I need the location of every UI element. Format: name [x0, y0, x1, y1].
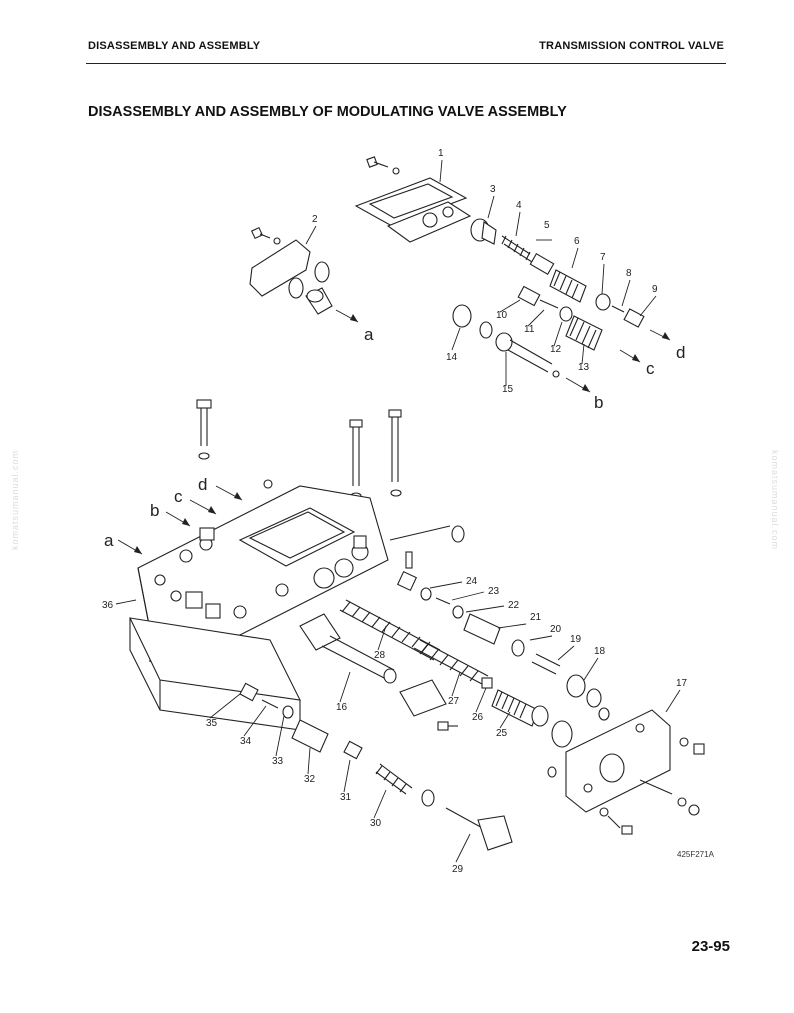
callout-2: 2: [312, 214, 318, 225]
callout-36: 36: [102, 600, 114, 611]
bolt-drawing: [366, 156, 400, 175]
cover-plate-drawing: [354, 177, 472, 243]
lower-spool-parts: [239, 570, 705, 851]
callout-11: 11: [524, 324, 535, 335]
callout-16: 16: [336, 702, 348, 713]
callout-12: 12: [550, 344, 562, 355]
callout-leaders: [115, 159, 681, 863]
callout-31: 31: [340, 792, 352, 803]
callout-20: 20: [550, 624, 562, 635]
callout-13: 13: [578, 362, 590, 373]
callout-3: 3: [490, 184, 496, 195]
callout-27: 27: [448, 696, 460, 707]
callout-30: 30: [370, 818, 382, 829]
ref-c-body: c: [174, 487, 183, 506]
callout-10: 10: [496, 310, 508, 321]
header-divider: [86, 63, 726, 64]
callout-32: 32: [304, 774, 316, 785]
reference-letters: a b c d a b c d: [104, 325, 685, 550]
callout-6: 6: [574, 236, 580, 247]
callout-23: 23: [488, 586, 500, 597]
callout-33: 33: [272, 756, 284, 767]
callout-35: 35: [206, 718, 218, 729]
end-cover-drawing: [249, 226, 333, 315]
callout-28: 28: [374, 650, 386, 661]
figure-id: 425F271A: [677, 850, 714, 859]
callout-18: 18: [594, 646, 606, 657]
callout-26: 26: [472, 712, 484, 723]
page-number: 23-95: [691, 938, 730, 955]
callout-17: 17: [676, 678, 688, 689]
callout-29: 29: [452, 864, 464, 875]
page-title: DISASSEMBLY AND ASSEMBLY OF MODULATING V…: [88, 104, 567, 120]
section-header: DISASSEMBLY AND ASSEMBLY: [88, 40, 261, 52]
callout-34: 34: [240, 736, 252, 747]
callout-9: 9: [652, 284, 658, 295]
callout-15: 15: [502, 384, 514, 395]
callout-5: 5: [544, 220, 550, 231]
ref-c-upper: c: [646, 359, 655, 378]
callout-19: 19: [570, 634, 582, 645]
callout-4: 4: [516, 200, 522, 211]
ref-a-body: a: [104, 531, 114, 550]
ref-a-upper: a: [364, 325, 374, 344]
part-number-callouts: 1 2 3 4 5 6 7 8 9 10 11 12 13 14 15 16 1…: [102, 148, 688, 875]
watermark-right: komatsumanual.com: [770, 450, 780, 551]
callout-1: 1: [438, 148, 444, 159]
callout-8: 8: [626, 268, 632, 279]
valve-body-drawing: [129, 399, 465, 731]
middle-spool-train: [452, 285, 603, 378]
ref-d-upper: d: [676, 343, 685, 362]
callout-7: 7: [600, 252, 606, 263]
callout-21: 21: [530, 612, 542, 623]
ref-b-upper: b: [594, 393, 603, 412]
ref-b-body: b: [150, 501, 159, 520]
upper-spool-train: [470, 218, 645, 328]
chapter-header: TRANSMISSION CONTROL VALVE: [539, 40, 724, 52]
ref-d-body: d: [198, 475, 207, 494]
callout-25: 25: [496, 728, 508, 739]
callout-22: 22: [508, 600, 520, 611]
callout-14: 14: [446, 352, 458, 363]
callout-24: 24: [466, 576, 478, 587]
